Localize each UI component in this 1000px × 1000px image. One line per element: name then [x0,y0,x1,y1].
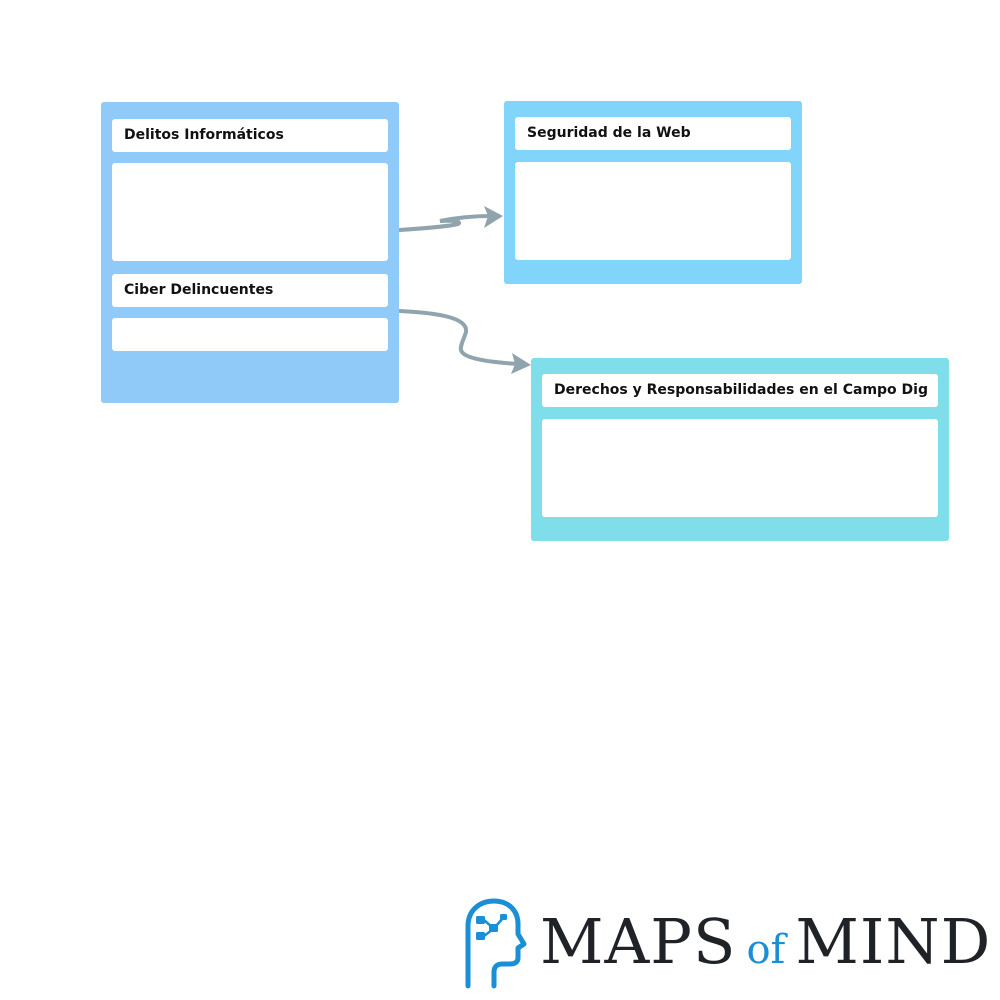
node-derechos-responsabilidades[interactable]: Derechos y Responsabilidades en el Campo… [531,358,949,541]
logo-word-maps: MAPS [540,905,737,978]
node-body-derechos-responsabilidades[interactable] [542,419,938,517]
node-title-delitos-informaticos[interactable]: Delitos Informáticos [112,119,388,152]
head-mindmap-icon [465,898,527,989]
logo-word-mind: MIND [795,905,992,978]
node-title-derechos-responsabilidades[interactable]: Derechos y Responsabilidades en el Campo… [542,374,938,407]
node-title-seguridad-web[interactable]: Seguridad de la Web [515,117,791,150]
node-delitos-informaticos[interactable]: Delitos Informáticos Ciber Delincuentes [101,102,399,403]
node-title-ciber-delincuentes[interactable]: Ciber Delincuentes [112,274,388,307]
connector-ciber-to-derechos [398,309,520,366]
node-body-delitos-informaticos[interactable] [112,163,388,261]
connector-delitos-to-seguridad [398,214,492,232]
node-body-ciber-delincuentes[interactable] [112,318,388,351]
logo-word-of: of [746,927,786,973]
node-body-seguridad-web[interactable] [515,162,791,260]
arrowhead-icon [484,206,503,228]
arrowhead-icon [511,353,531,374]
node-seguridad-web[interactable]: Seguridad de la Web [504,101,802,284]
